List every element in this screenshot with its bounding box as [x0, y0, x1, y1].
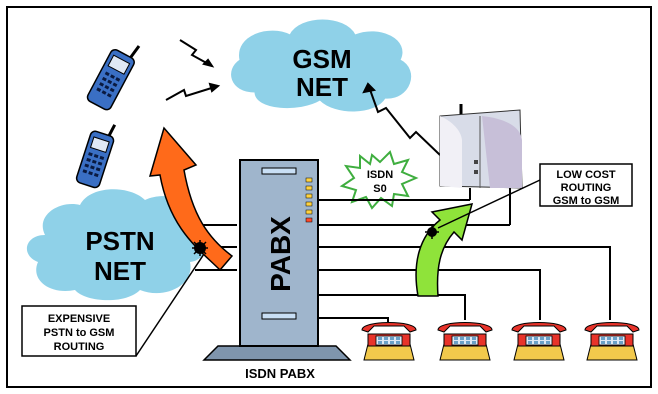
- desk-telephone-icon: [511, 322, 567, 361]
- pstn-label-line2: NET: [94, 256, 146, 286]
- isdn-label-line2: S0: [373, 183, 386, 195]
- expensive-routing-callout: EXPENSIVE PSTN to GSM ROUTING: [21, 253, 205, 357]
- expensive-line1: EXPENSIVE: [48, 313, 110, 325]
- gsm-gateway-icon: [439, 104, 523, 189]
- isdn-s0-burst: ISDN S0: [339, 150, 419, 210]
- expensive-route-arrow: [148, 126, 234, 272]
- expensive-line3: ROUTING: [54, 341, 105, 353]
- mobile-phone-icon: [86, 45, 141, 111]
- low-cost-line3: GSM to GSM: [553, 195, 620, 207]
- gsm-net-cloud: GSM NET: [231, 19, 412, 112]
- pabx-cabinet: PABX: [202, 159, 352, 361]
- desk-telephone-icon: [361, 322, 417, 361]
- low-cost-routing-callout: LOW COST ROUTING GSM to GSM: [437, 163, 633, 229]
- gsm-label-line2: NET: [296, 72, 348, 102]
- desk-telephone-icon: [437, 322, 493, 361]
- low-cost-line1: LOW COST: [556, 169, 616, 181]
- low-cost-route-arrow: [415, 203, 474, 297]
- expensive-line2: PSTN to GSM: [44, 327, 115, 339]
- pstn-net-cloud: PSTN NET: [26, 189, 208, 301]
- isdn-label-line1: ISDN: [367, 169, 393, 181]
- isdn-pabx-caption: ISDN PABX: [245, 366, 315, 381]
- low-cost-line2: ROUTING: [561, 182, 612, 194]
- pabx-status-leds: [305, 177, 313, 223]
- pabx-label: PABX: [265, 216, 296, 292]
- pstn-label-line1: PSTN: [85, 226, 154, 256]
- gsm-label-line1: GSM: [292, 44, 351, 74]
- desk-telephone-icon: [584, 322, 640, 361]
- wireless-signal-icon: [165, 39, 441, 156]
- mobile-phone-icon: [75, 124, 117, 189]
